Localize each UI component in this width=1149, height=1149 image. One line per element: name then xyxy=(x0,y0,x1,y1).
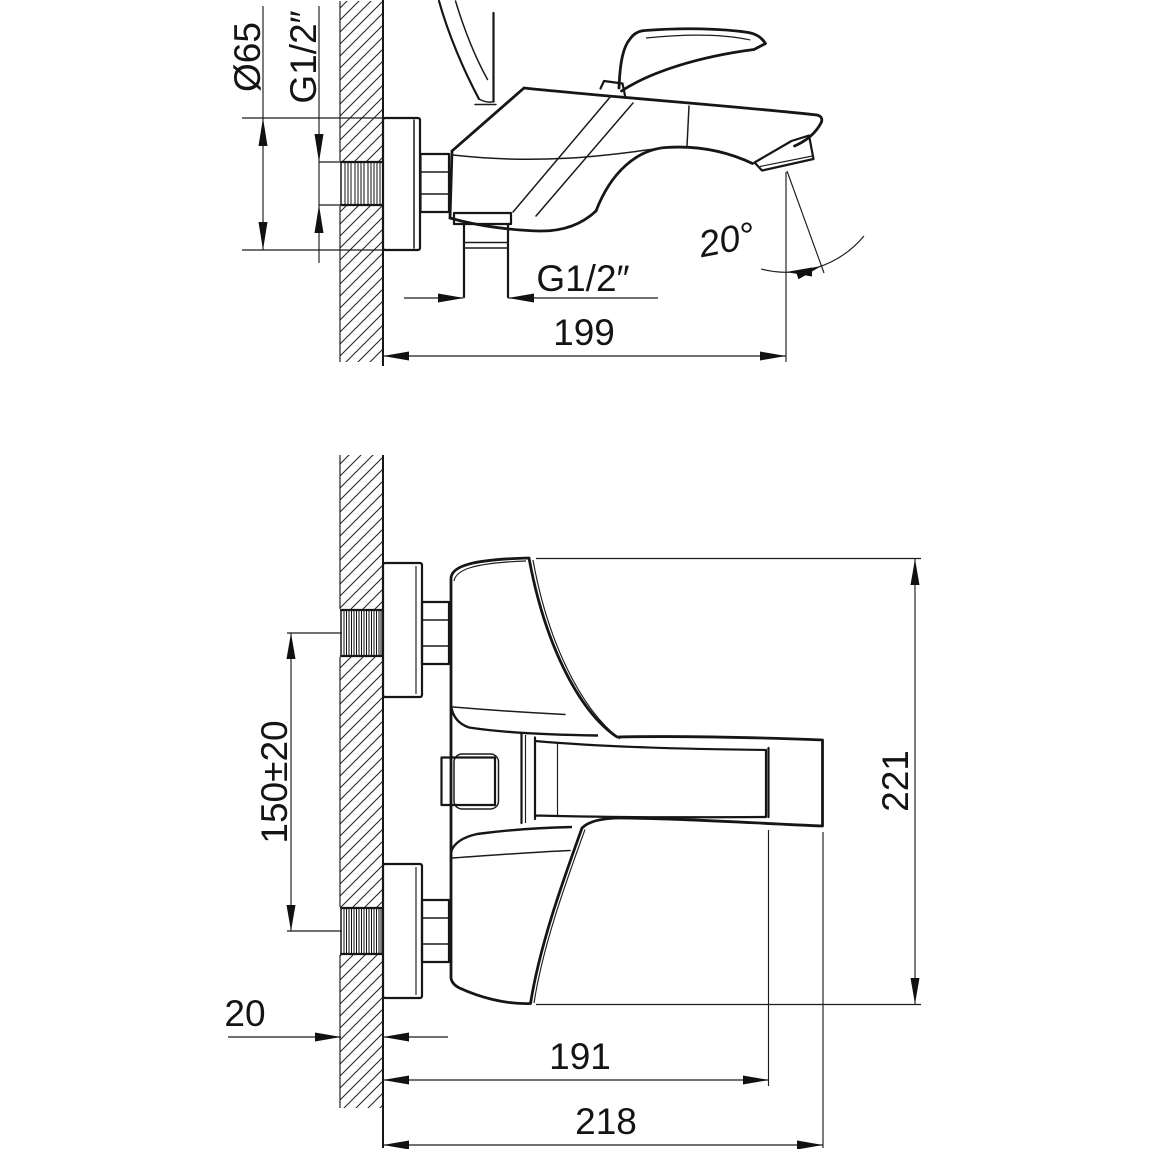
upper-wing-panel-line xyxy=(452,706,566,716)
arrow-up xyxy=(286,633,296,659)
arrow-left xyxy=(383,1075,409,1085)
diverter-frame xyxy=(453,753,500,810)
spout-panel-line xyxy=(686,105,690,147)
dim-label-spout-angle: 20° xyxy=(694,214,758,265)
lower-thread-edges xyxy=(339,906,385,956)
arrow-left xyxy=(383,351,409,361)
upper-hex-nut xyxy=(420,600,451,666)
thread-edges xyxy=(339,160,385,207)
outlet-groove xyxy=(463,241,509,249)
dim-spout-angle: 20° xyxy=(694,170,865,362)
spout-underside-arch xyxy=(594,145,754,213)
faucet-body-side xyxy=(448,86,824,233)
upper-supply-connector xyxy=(339,561,451,699)
dim-outlet-thread: G1/2″ xyxy=(404,258,658,303)
dim-label-body-width: 191 xyxy=(549,1036,611,1077)
body-top-left-edge xyxy=(450,86,526,153)
upper-thread-ridges xyxy=(343,611,382,655)
aerator-outline xyxy=(753,134,815,172)
arrow-down xyxy=(314,134,324,162)
dim-label-wall-thickness: 20 xyxy=(224,993,265,1034)
top-corner-inner-line xyxy=(453,560,527,582)
thread-ridges xyxy=(344,163,381,204)
dim-label-hole-spacing: 150±20 xyxy=(254,720,295,843)
arrow-left xyxy=(383,1032,409,1042)
lower-supply-connector xyxy=(339,862,451,1000)
upper-thread-edges xyxy=(339,608,385,658)
dim-height-221: 221 xyxy=(536,557,921,1006)
hex-nut-side xyxy=(419,152,451,214)
dim-label-diameter: Ø65 xyxy=(227,22,268,92)
faucet-body-front xyxy=(440,556,824,1005)
outlet-flange xyxy=(452,211,513,226)
dim-label-height: 221 xyxy=(875,750,916,812)
handle-rear-blade-side xyxy=(437,0,497,106)
blade-base xyxy=(474,98,497,106)
arrow-left xyxy=(383,1140,409,1149)
handle-lever-side xyxy=(599,27,767,97)
outlet-pipe xyxy=(462,222,510,299)
body-silhouette-front xyxy=(449,556,824,1005)
spout-aerator-side xyxy=(753,134,815,172)
wall-section-front xyxy=(339,455,384,1148)
arrow-up xyxy=(314,205,324,233)
arrow-down xyxy=(286,905,296,931)
wall-hatch-front xyxy=(340,455,383,1108)
diverter-knob xyxy=(440,756,497,807)
nut-outline xyxy=(419,152,451,214)
body-top-edge xyxy=(522,86,824,148)
dim-wall-thread: G1/2″ xyxy=(283,6,340,263)
diverter-box-front xyxy=(440,753,500,810)
spout-window-front xyxy=(533,736,770,821)
body-panel-lines xyxy=(512,95,634,217)
arrow-left xyxy=(508,293,534,303)
lower-wing-panel-line xyxy=(451,849,571,859)
lower-hex-nut xyxy=(420,898,451,964)
lower-thread-ridges xyxy=(343,909,382,953)
nut-facets xyxy=(419,171,450,195)
arrow-right xyxy=(438,293,464,303)
dim-diameter-65: Ø65 xyxy=(227,6,382,251)
arrow-up xyxy=(258,118,268,146)
dim-label-wall-thread: G1/2″ xyxy=(283,10,324,103)
lever-grip-inner-line xyxy=(645,34,751,41)
dim-wall-thickness-20: 20 xyxy=(224,993,448,1042)
body-left-edge xyxy=(448,149,454,220)
arrow-right xyxy=(797,1140,823,1149)
lever-grip-outline xyxy=(617,27,767,93)
upper-nut-facets xyxy=(421,619,450,647)
arrow-up xyxy=(910,559,920,585)
dim-hole-spacing: 150±20 xyxy=(254,632,342,932)
arrow-right xyxy=(760,351,786,361)
window-frame xyxy=(533,736,768,821)
body-face-line xyxy=(452,147,663,161)
side-view: Ø65 G1/2″ G1/2″ 199 20° xyxy=(227,0,865,366)
shower-outlet-side xyxy=(452,211,513,299)
arrow-right xyxy=(743,1075,769,1085)
arc-arrow-right xyxy=(795,266,822,280)
dim-total-width-218: 218 xyxy=(383,832,824,1149)
lower-nut-facets xyxy=(421,917,450,945)
lower-wing-top-edge xyxy=(449,825,573,853)
arrow-down xyxy=(258,222,268,250)
lower-sweep-inner-line xyxy=(533,829,586,1004)
dim-label-outlet-thread: G1/2″ xyxy=(536,258,629,299)
wall-anchor-thread-side xyxy=(339,160,385,207)
arrow-down xyxy=(910,978,920,1004)
upper-wing-bottom-edge xyxy=(449,704,599,737)
aerator-inner-line xyxy=(759,155,813,168)
dim-depth-199: 199 xyxy=(383,312,786,361)
lever-cap xyxy=(599,79,627,97)
dim-body-width-191: 191 xyxy=(383,830,770,1086)
blade-inner-curve xyxy=(454,0,489,81)
blade-outer-curve xyxy=(437,0,481,101)
dim-label-depth: 199 xyxy=(553,312,615,353)
front-view: 150±20 221 20 191 218 xyxy=(224,455,921,1149)
upper-sweep-inner-line xyxy=(532,559,621,740)
dim-label-total-width: 218 xyxy=(575,1101,637,1142)
arrow-right xyxy=(315,1032,341,1042)
